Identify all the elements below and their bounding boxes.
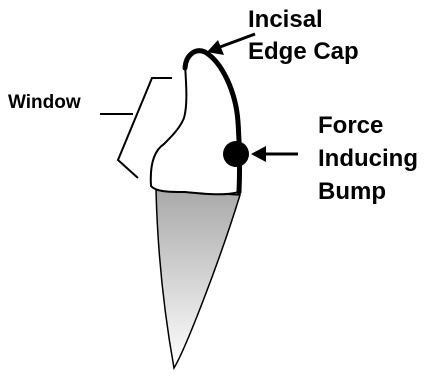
force-inducing-bump-label-line-3: Bump: [318, 175, 418, 208]
incisal-edge-cap-label-line-1: Incisal: [248, 4, 359, 36]
force-inducing-bump-label: Force Inducing Bump: [318, 109, 418, 208]
force-inducing-bump-label-line-2: Inducing: [318, 142, 418, 175]
tooth-crown: [151, 51, 240, 195]
bump-arrowhead: [251, 146, 266, 162]
window-label-text: Window: [8, 92, 81, 113]
incisal-edge-cap-label: Incisal Edge Cap: [248, 4, 359, 68]
incisal-edge-cap-label-line-2: Edge Cap: [248, 36, 359, 68]
force-inducing-bump-label-line-1: Force: [318, 109, 418, 142]
tooth-root: [156, 190, 240, 368]
force-inducing-bump: [223, 141, 249, 167]
window-label: Window: [8, 92, 81, 113]
